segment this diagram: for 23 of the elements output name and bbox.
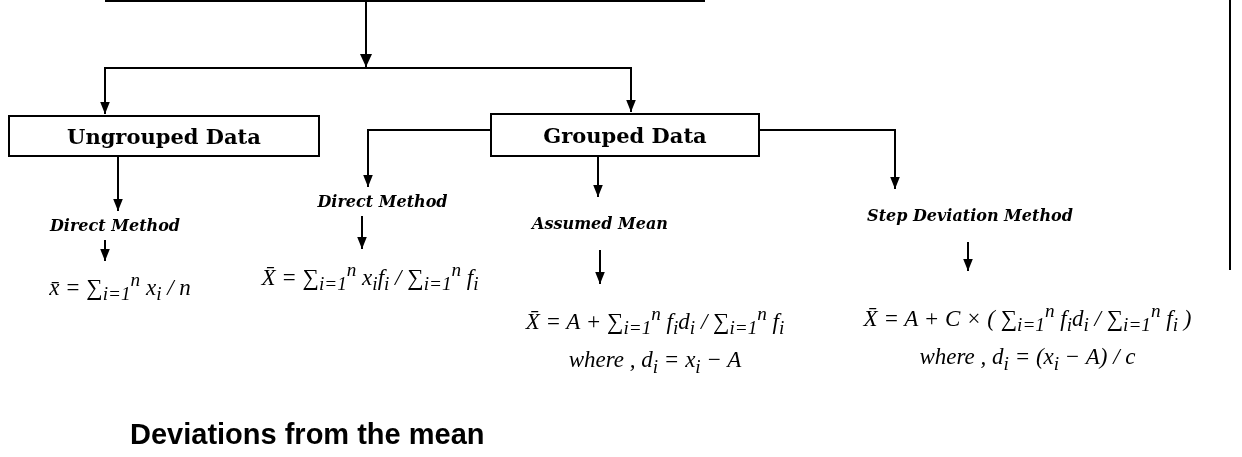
method-label: Direct Method: [49, 215, 180, 237]
arrow: [595, 249, 605, 285]
formula: X̄ = A + ∑$_{i=1}$$^{n}$ f$_{i}$d$_{i}$ / ∑$_{i=1}$$^{n}$ f$_{i}$: [525, 302, 785, 339]
arrow: [100, 239, 110, 262]
method-label: Assumed Mean: [532, 213, 668, 235]
arrow: [113, 156, 123, 212]
heading: Deviations from the mean: [130, 418, 485, 451]
arrow: [759, 129, 900, 190]
arrow: [963, 241, 973, 272]
formula-condition: where , d$_{i}$ = x$_{i}$ − A: [568, 346, 742, 378]
box-label: Grouped Data: [543, 122, 707, 148]
formula: X̄ = A + C × ( ∑$_{i=1}$$^{n}$ f$_{i}$d$_{i}$ / ∑$_{i=1}$$^{n}$ f$_{i}$ ): [863, 299, 1192, 336]
method-label: Step Deviation Method: [867, 205, 1073, 227]
process-box: [490, 113, 760, 157]
box-label: Ungrouped Data: [67, 123, 261, 149]
arrow: [363, 129, 491, 188]
formula-condition: where , d$_{i}$ = (x$_{i}$ − A) / c: [919, 343, 1136, 375]
formula: X̄ = ∑$_{i=1}$$^{n}$ x$_{i}$f$_{i}$ / ∑$_{i=1}$$^{n}$ f$_{i}$: [261, 258, 479, 296]
arrow: [357, 215, 367, 250]
arrow: [593, 156, 603, 198]
method-label: Direct Method: [317, 191, 448, 213]
formula: x̄ = ∑$_{i=1}$$^{n}$ x$_{i}$ / n: [49, 268, 191, 306]
process-box: [8, 115, 320, 157]
